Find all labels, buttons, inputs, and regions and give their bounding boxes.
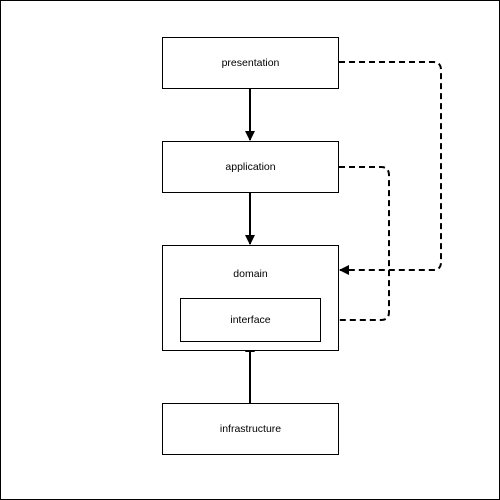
domain-layer-label: domain [233,268,268,280]
infrastructure-layer-label: infrastructure [219,423,282,435]
interface-label: interface [230,314,271,326]
dashed-arrow-presentation-to-domain [339,61,442,275]
infrastructure-layer-box: infrastructure [162,403,339,455]
application-layer-box: application [162,141,339,193]
interface-box: interface [180,298,321,342]
application-layer-label: application [225,161,276,173]
presentation-layer-box: presentation [162,37,339,89]
presentation-layer-label: presentation [221,57,280,69]
dashed-arrow-application-to-interface [321,166,390,325]
